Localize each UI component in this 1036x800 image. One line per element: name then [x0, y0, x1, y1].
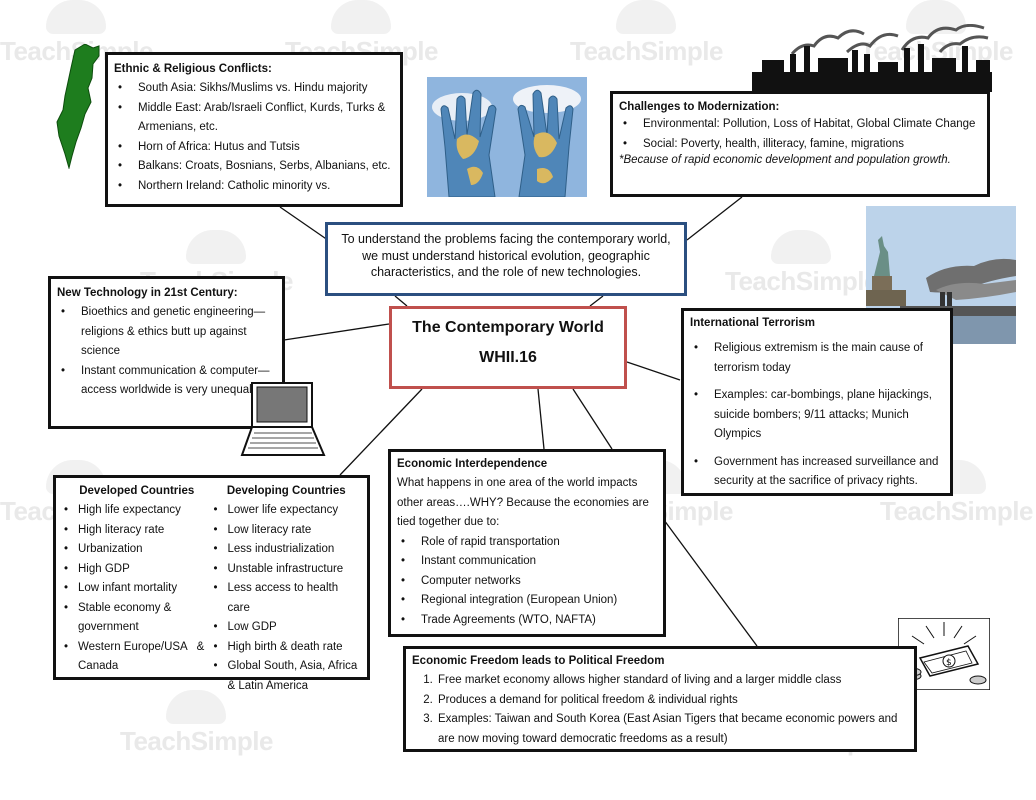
list-item: Low infant mortality: [78, 579, 212, 599]
list-item: Middle East: Arab/Israeli Conflict, Kurd…: [138, 99, 394, 138]
terrorism-heading: International Terrorism: [690, 315, 944, 331]
list-item: Horn of Africa: Hutus and Tutsis: [138, 138, 394, 158]
interdependence-box: Economic Interdependence What happens in…: [388, 449, 666, 637]
list-item: Unstable infrastructure: [228, 560, 362, 580]
list-item: Free market economy allows higher standa…: [436, 671, 908, 691]
list-item: Computer networks: [421, 572, 657, 592]
intro-box: To understand the problems facing the co…: [325, 222, 687, 296]
list-item: Global South, Asia, Africa & Latin Ameri…: [228, 657, 362, 696]
svg-text:$: $: [946, 658, 952, 668]
list-item: Examples: Taiwan and South Korea (East A…: [436, 710, 908, 749]
list-item: Low literacy rate: [228, 521, 362, 541]
list-item: Regional integration (European Union): [421, 591, 657, 611]
developing-heading: Developing Countries: [212, 482, 362, 501]
terrorism-box: International Terrorism Religious extrem…: [681, 308, 953, 496]
laptop-icon: [240, 381, 326, 459]
modernization-heading: Challenges to Modernization:: [619, 99, 981, 115]
interdependence-heading: Economic Interdependence: [397, 456, 657, 472]
list-item: Trade Agreements (WTO, NAFTA): [421, 611, 657, 631]
list-item: Environmental: Pollution, Loss of Habita…: [643, 117, 981, 132]
list-item: Lower life expectancy: [228, 501, 362, 521]
list-item: High literacy rate: [78, 521, 212, 541]
developed-column: Developed Countries High life expectancy…: [62, 482, 212, 673]
freedom-heading: Economic Freedom leads to Political Free…: [412, 653, 908, 669]
list-item: Stable economy & government: [78, 599, 212, 638]
list-item: Religious extremism is the main cause of…: [714, 339, 944, 378]
modernization-note: *Because of rapid economic development a…: [619, 151, 981, 169]
ethnic-conflicts-box: Ethnic & Religious Conflicts: South Asia…: [105, 52, 403, 207]
list-item: South Asia: Sikhs/Muslims vs. Hindu majo…: [138, 79, 394, 99]
modernization-box: Challenges to Modernization: Environment…: [610, 91, 990, 197]
ethnic-heading: Ethnic & Religious Conflicts:: [114, 61, 394, 77]
developing-column: Developing Countries Lower life expectan…: [212, 482, 362, 673]
freedom-box: Economic Freedom leads to Political Free…: [403, 646, 917, 752]
israel-map-icon: [55, 44, 105, 169]
interdependence-intro: What happens in one area of the world im…: [397, 474, 657, 533]
technology-heading: New Technology in 21st Century:: [57, 285, 276, 301]
developed-heading: Developed Countries: [62, 482, 212, 501]
list-item: Produces a demand for political freedom …: [436, 691, 908, 711]
title-box: The Contemporary World WHII.16: [389, 306, 627, 389]
countries-box: Developed Countries High life expectancy…: [53, 475, 370, 680]
list-item: Less access to health care: [228, 579, 362, 618]
list-item: Government has increased surveillance an…: [714, 453, 944, 492]
list-item: High life expectancy: [78, 501, 212, 521]
list-item: Urbanization: [78, 540, 212, 560]
standard-code: WHII.16: [392, 349, 624, 367]
list-item: High GDP: [78, 560, 212, 580]
globe-hands-image: [427, 77, 587, 197]
list-item: Balkans: Croats, Bosnians, Serbs, Albani…: [138, 157, 394, 177]
list-item: Role of rapid transportation: [421, 533, 657, 553]
list-item: Social: Poverty, health, illiteracy, fam…: [643, 137, 981, 152]
list-item: Bioethics and genetic engineering—religi…: [81, 303, 276, 362]
list-item: Less industrialization: [228, 540, 362, 560]
list-item: Low GDP: [228, 618, 362, 638]
page-title: The Contemporary World: [392, 319, 624, 337]
list-item: Northern Ireland: Catholic minority vs.: [138, 177, 394, 197]
list-item: High birth & death rate: [228, 638, 362, 658]
list-item: Instant communication: [421, 552, 657, 572]
factory-skyline-icon: [752, 24, 992, 92]
list-item: Western Europe/USA & Canada: [78, 638, 212, 677]
list-item: Examples: car-bombings, plane hijackings…: [714, 386, 944, 445]
